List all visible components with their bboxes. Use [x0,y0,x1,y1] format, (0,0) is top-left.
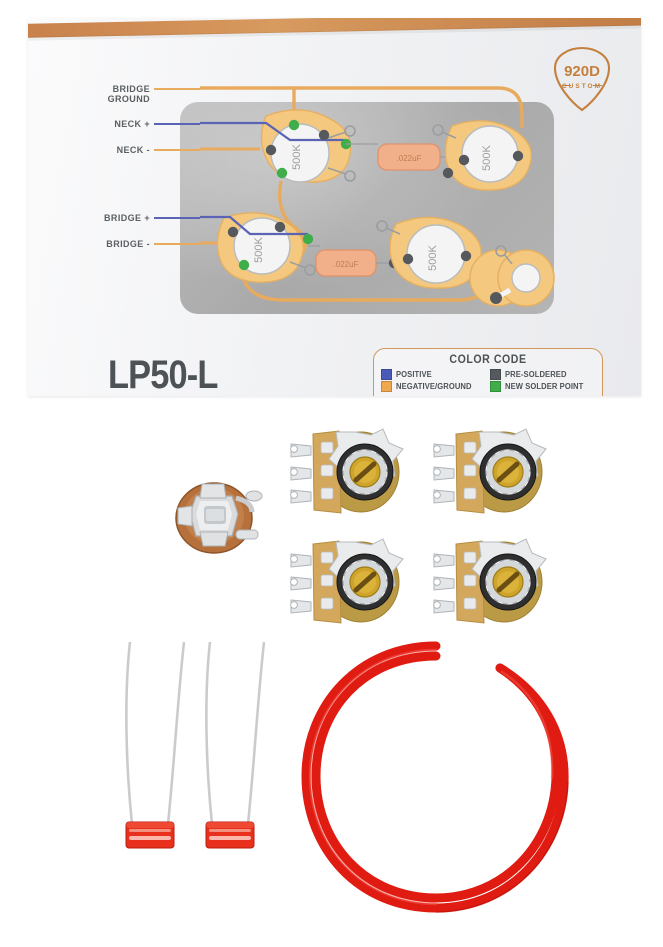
legend-item-positive: POSITIVE [381,369,486,380]
diagram-label-bridge-negative: BRIDGE - [106,239,150,249]
lead-wire-neck-negative [154,149,200,151]
swatch-negative-icon [381,381,392,392]
legend-label-positive: POSITIVE [396,370,432,379]
component-potentiometer-1 [283,418,413,526]
label-line-1: BRIDGE [112,84,150,94]
label-line-2: GROUND [107,94,150,104]
component-capacitor-2 [180,636,300,866]
diagram-label-neck-negative: NECK - [116,145,150,155]
color-code-legend: COLOR CODE POSITIVE PRE-SOLDERED NEGATIV… [373,348,603,396]
swatch-new-solder-icon [490,381,501,392]
component-potentiometer-4 [426,528,556,636]
swatch-presoldered-icon [490,369,501,380]
page-title-model: LP50-L [108,353,218,396]
component-output-jack [170,474,266,556]
logo-brand-sub: CUSTOM [562,83,602,90]
lead-wire-bridge-positive [154,217,200,219]
swatch-positive-icon [381,369,392,380]
component-potentiometer-2 [426,418,556,526]
brand-logo-920d: 920D CUSTOM [551,46,613,112]
diagram-label-bridge-positive: BRIDGE + [104,213,150,223]
legend-label-negative-ground: NEGATIVE/GROUND [396,382,472,391]
legend-items: POSITIVE PRE-SOLDERED NEGATIVE/GROUND NE… [374,366,602,392]
legend-title: COLOR CODE [449,354,527,366]
lead-wire-bridge-negative [154,243,200,245]
diagram-label-neck-positive: NECK + [114,119,150,129]
legend-label-new-solder-point: NEW SOLDER POINT [505,382,584,391]
component-hookup-wire [296,636,576,921]
component-capacitor-1 [100,636,220,866]
legend-item-presoldered: PRE-SOLDERED [490,369,595,380]
control-cavity-plate [180,102,554,314]
component-potentiometer-3 [283,528,413,636]
diagram-label-bridge-ground: BRIDGE GROUND [58,84,150,104]
lead-wire-neck-positive [154,123,200,125]
legend-label-presoldered: PRE-SOLDERED [505,370,567,379]
legend-item-negative-ground: NEGATIVE/GROUND [381,381,486,392]
wiring-diagram-card: 920D CUSTOM BRIDGE GROUND NECK + NECK - … [28,18,641,396]
logo-brand-text: 920D [564,63,600,80]
legend-item-new-solder-point: NEW SOLDER POINT [490,381,595,392]
lead-wire-bridge-ground [154,88,200,90]
